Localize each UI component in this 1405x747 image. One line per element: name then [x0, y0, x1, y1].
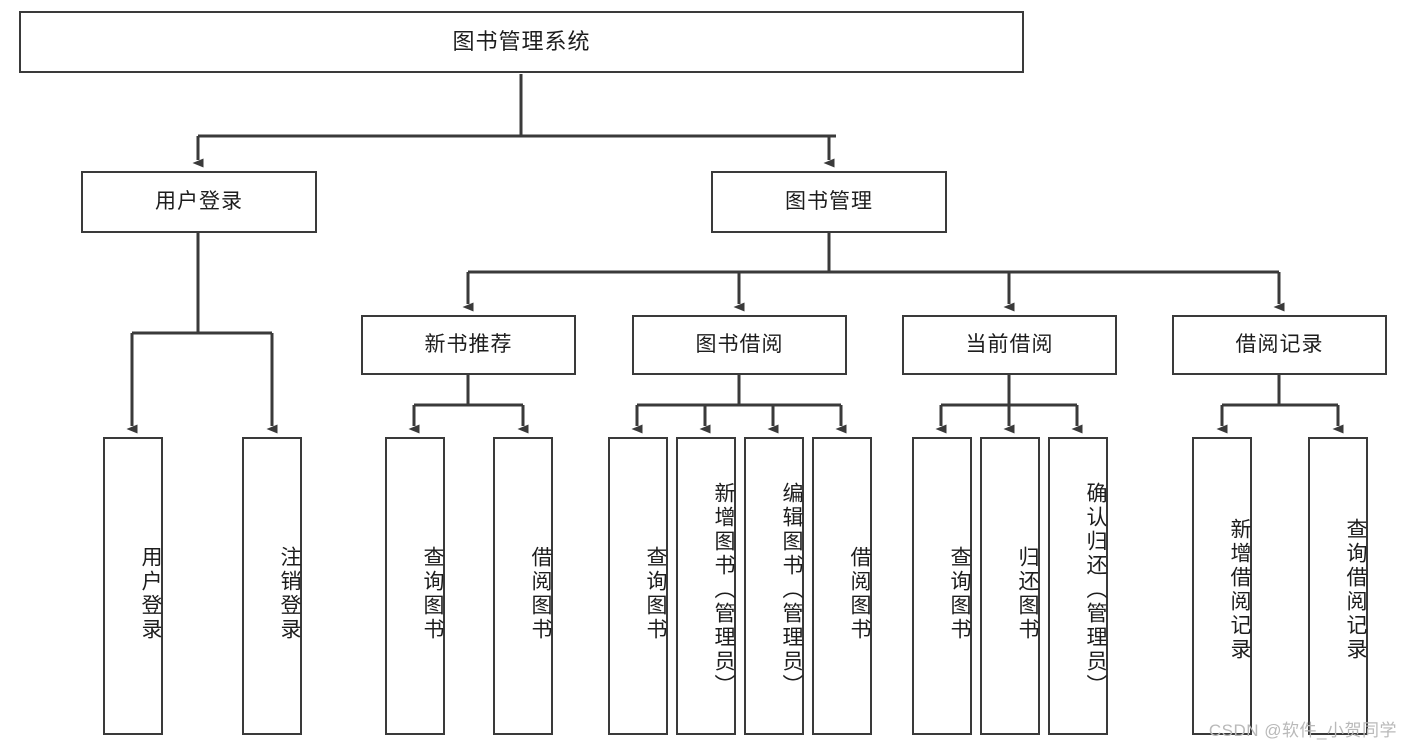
node-user-login[interactable]: 用户登录 [81, 171, 317, 233]
leaf-user-logout[interactable]: 注销登录 [242, 437, 302, 735]
leaf-record-query-borrow-record[interactable]: 查询借阅记录 [1308, 437, 1368, 735]
node-borrow-record[interactable]: 借阅记录 [1172, 315, 1387, 375]
node-new-book-recommendation[interactable]: 新书推荐 [361, 315, 576, 375]
leaf-borrow-add-book-admin[interactable]: 新增图书（管理员） [676, 437, 736, 735]
node-book-borrow[interactable]: 图书借阅 [632, 315, 847, 375]
leaf-borrow-borrow-book[interactable]: 借阅图书 [812, 437, 872, 735]
leaf-current-return-book[interactable]: 归还图书 [980, 437, 1040, 735]
leaf-current-query-book[interactable]: 查询图书 [912, 437, 972, 735]
csdn-watermark: CSDN @软件_小贺同学 [1208, 721, 1397, 740]
node-root-system[interactable]: 图书管理系统 [19, 11, 1024, 73]
leaf-borrow-edit-book-admin[interactable]: 编辑图书（管理员） [744, 437, 804, 735]
leaf-user-login[interactable]: 用户登录 [103, 437, 163, 735]
node-book-management[interactable]: 图书管理 [711, 171, 947, 233]
leaf-current-confirm-return-admin[interactable]: 确认归还（管理员） [1048, 437, 1108, 735]
leaf-borrow-query-book[interactable]: 查询图书 [608, 437, 668, 735]
leaf-recommend-query-book[interactable]: 查询图书 [385, 437, 445, 735]
leaf-record-add-borrow-record[interactable]: 新增借阅记录 [1192, 437, 1252, 735]
node-current-borrow[interactable]: 当前借阅 [902, 315, 1117, 375]
leaf-recommend-borrow-book[interactable]: 借阅图书 [493, 437, 553, 735]
